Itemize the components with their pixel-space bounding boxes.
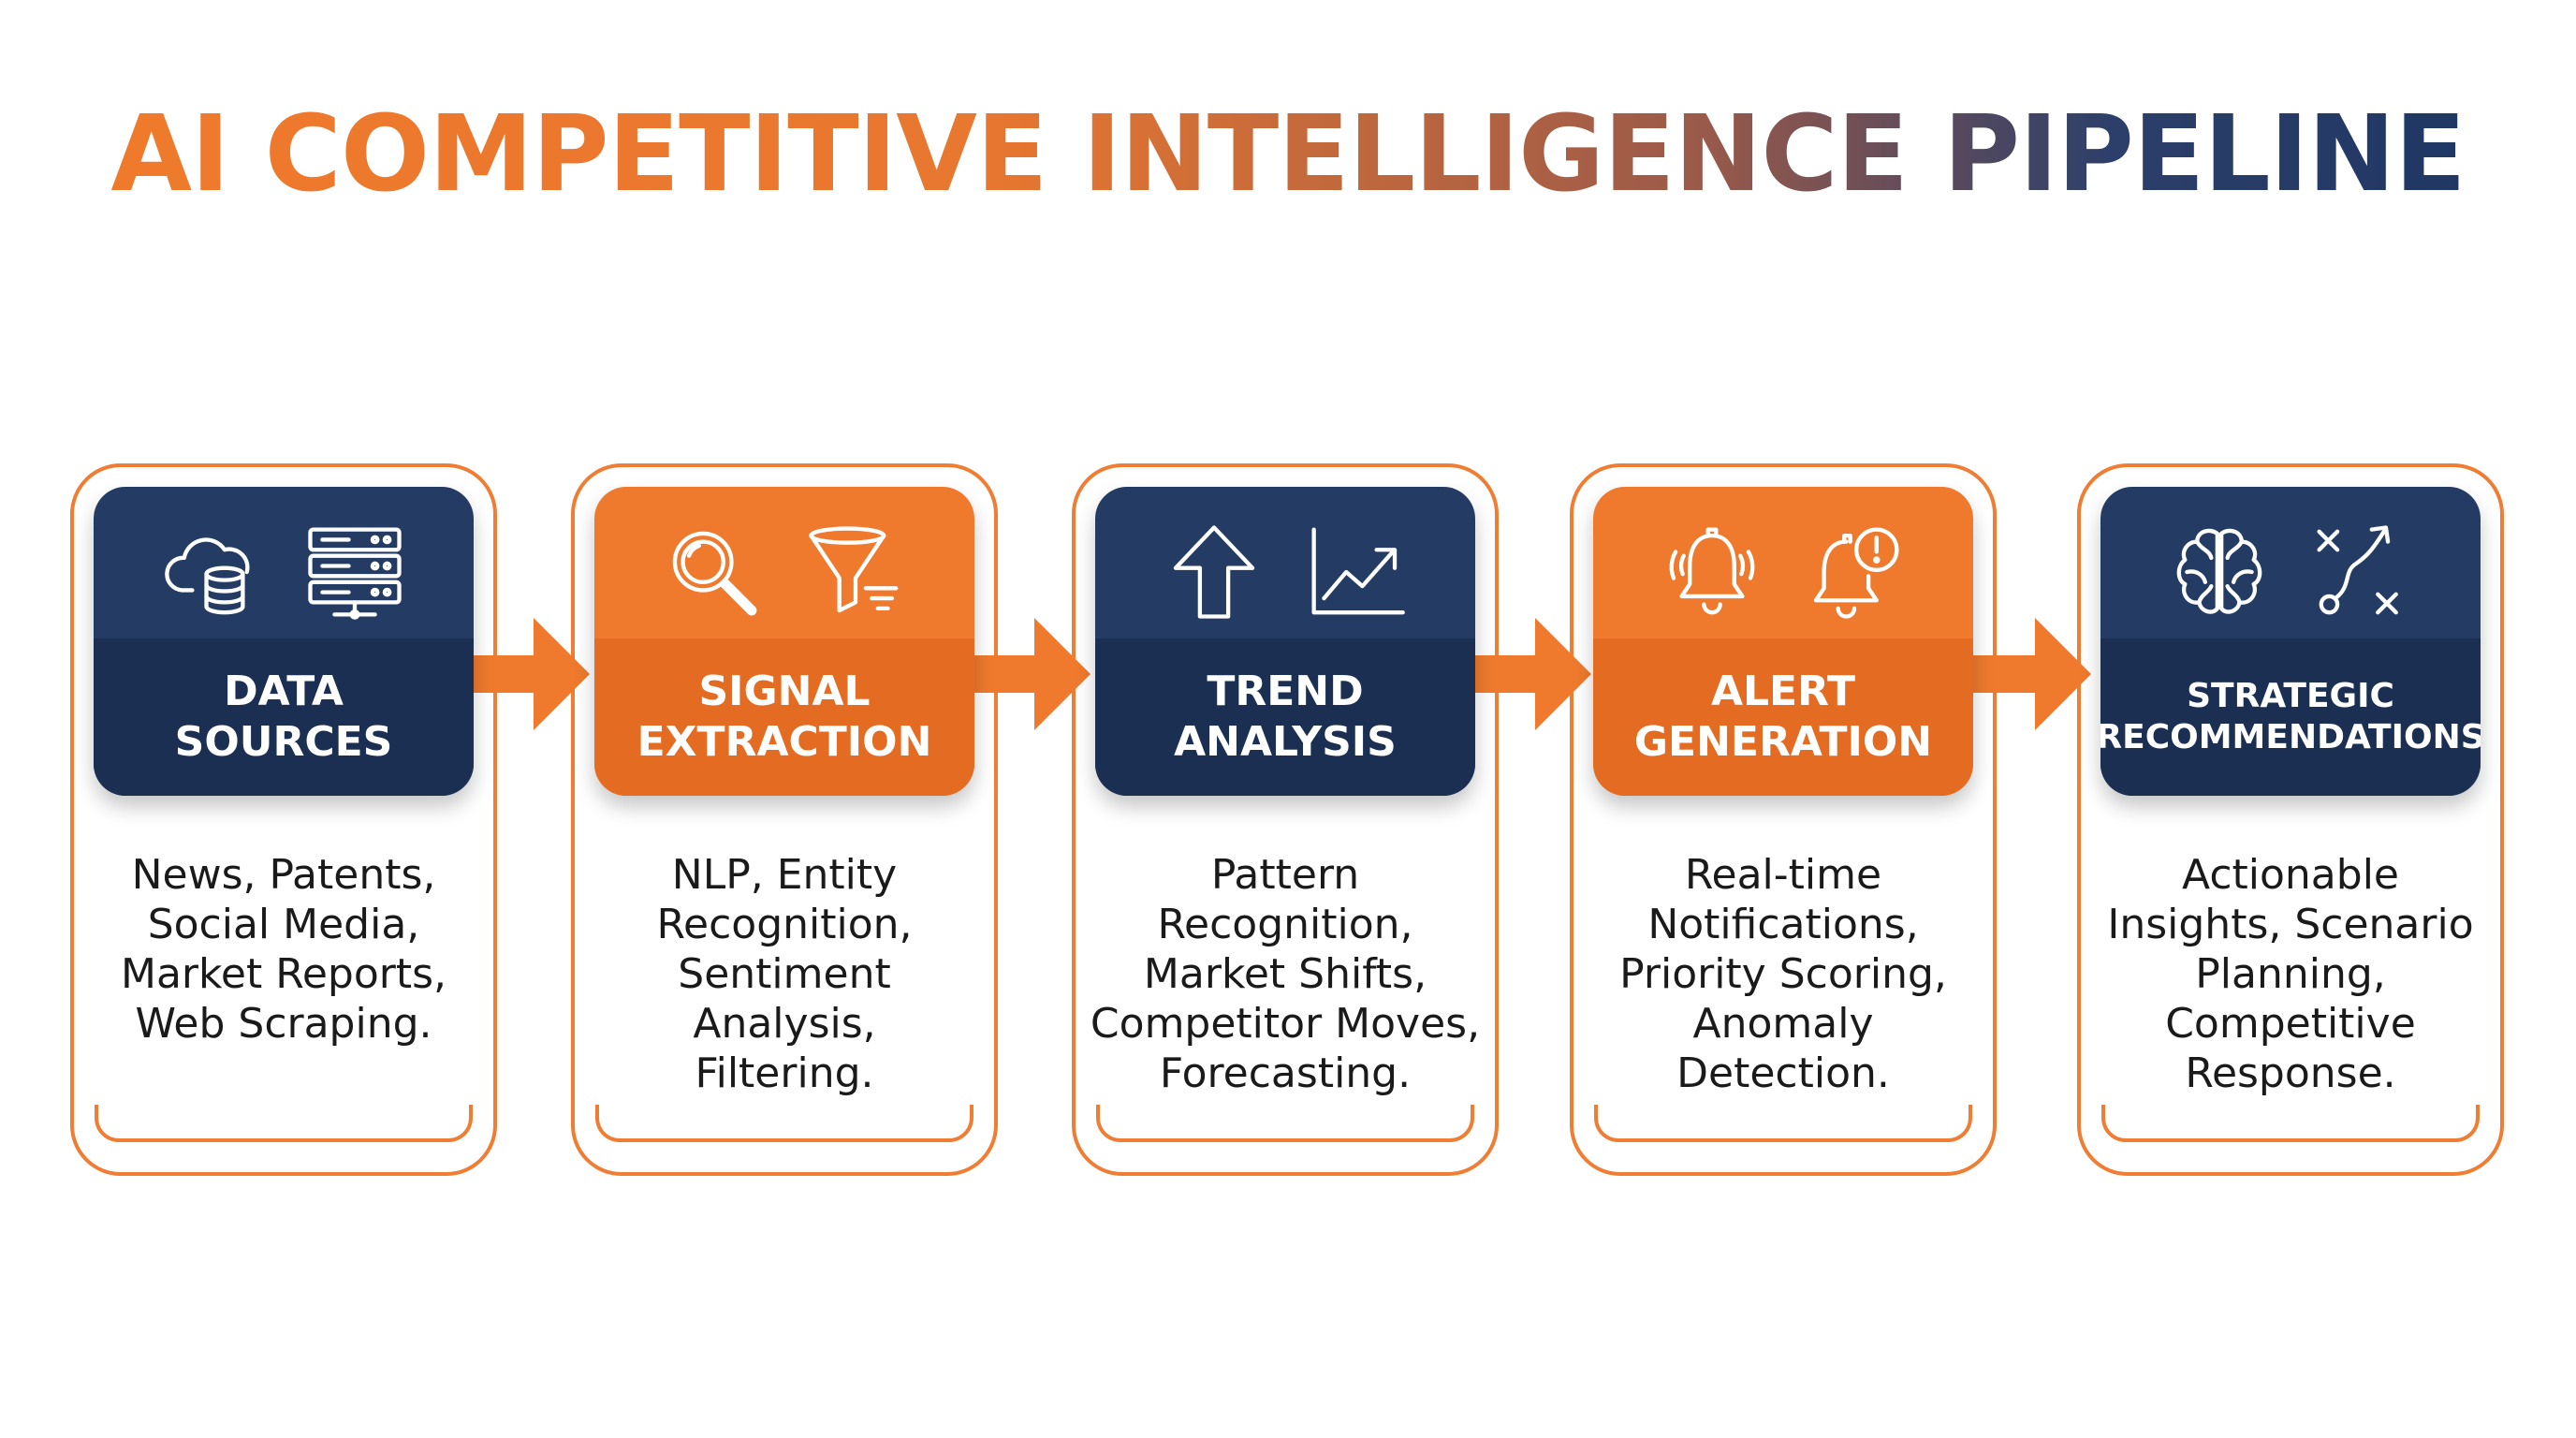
ringing-bell-icon xyxy=(1669,527,1755,615)
line-chart-icon xyxy=(1311,527,1405,615)
bell-alert-icon xyxy=(1813,527,1899,619)
stage-tray xyxy=(2101,1105,2480,1142)
filter-funnel-icon xyxy=(809,526,899,613)
magnifier-icon xyxy=(672,531,757,616)
cloud-database-icon xyxy=(165,537,250,615)
stage-title: SIGNAL EXTRACTION xyxy=(637,668,932,766)
stage-description: Real-time Notifications, Priority Scorin… xyxy=(1619,851,1947,1097)
header-band xyxy=(1095,638,1475,796)
up-arrow-icon xyxy=(1173,525,1255,619)
flow-arrow-1 xyxy=(468,618,590,730)
stage-icons xyxy=(1095,521,1475,624)
header-band xyxy=(2100,638,2481,796)
stage-icons xyxy=(94,521,474,624)
stage-description: NLP, Entity Recognition, Sentiment Analy… xyxy=(656,851,913,1097)
stage-title: TREND ANALYSIS xyxy=(1174,668,1397,766)
flow-arrow-2 xyxy=(969,618,1090,730)
stage-description: Pattern Recognition, Market Shifts, Comp… xyxy=(1090,851,1481,1097)
server-icon xyxy=(308,527,402,620)
header-band xyxy=(1593,638,1973,796)
stage-title: DATA SOURCES xyxy=(174,668,393,766)
stage-icons xyxy=(2100,521,2481,624)
stage-header-alert-generation: ALERT GENERATION xyxy=(1593,487,1973,796)
page-title: AI COMPETITIVE INTELLIGENCE PIPELINE xyxy=(0,94,2576,215)
stage-header-trend-analysis: TREND ANALYSIS xyxy=(1095,487,1475,796)
stage-tray xyxy=(95,1105,473,1142)
stage-description: News, Patents, Social Media, Market Repo… xyxy=(120,851,446,1048)
stage-header-strategic-recommendations: STRATEGIC RECOMMENDATIONS xyxy=(2100,487,2481,796)
stage-icons xyxy=(594,521,974,624)
stage-title: ALERT GENERATION xyxy=(1633,668,1933,766)
stage-icons xyxy=(1593,521,1973,624)
brain-icon xyxy=(2176,528,2262,614)
strategy-play-icon xyxy=(2317,525,2398,615)
flow-arrow-4 xyxy=(1969,618,2091,730)
stage-tray xyxy=(1096,1105,1474,1142)
flow-arrow-3 xyxy=(1470,618,1591,730)
stage-tray xyxy=(1594,1105,1972,1142)
stage-title: STRATEGIC RECOMMENDATIONS xyxy=(2100,677,2481,756)
stage-description: Actionable Insights, Scenario Planning, … xyxy=(2107,851,2474,1097)
stage-header-data-sources: DATA SOURCES xyxy=(94,487,474,796)
stage-header-signal-extraction: SIGNAL EXTRACTION xyxy=(594,487,974,796)
stage-tray xyxy=(595,1105,973,1142)
header-band xyxy=(594,638,974,796)
header-band xyxy=(94,638,474,796)
